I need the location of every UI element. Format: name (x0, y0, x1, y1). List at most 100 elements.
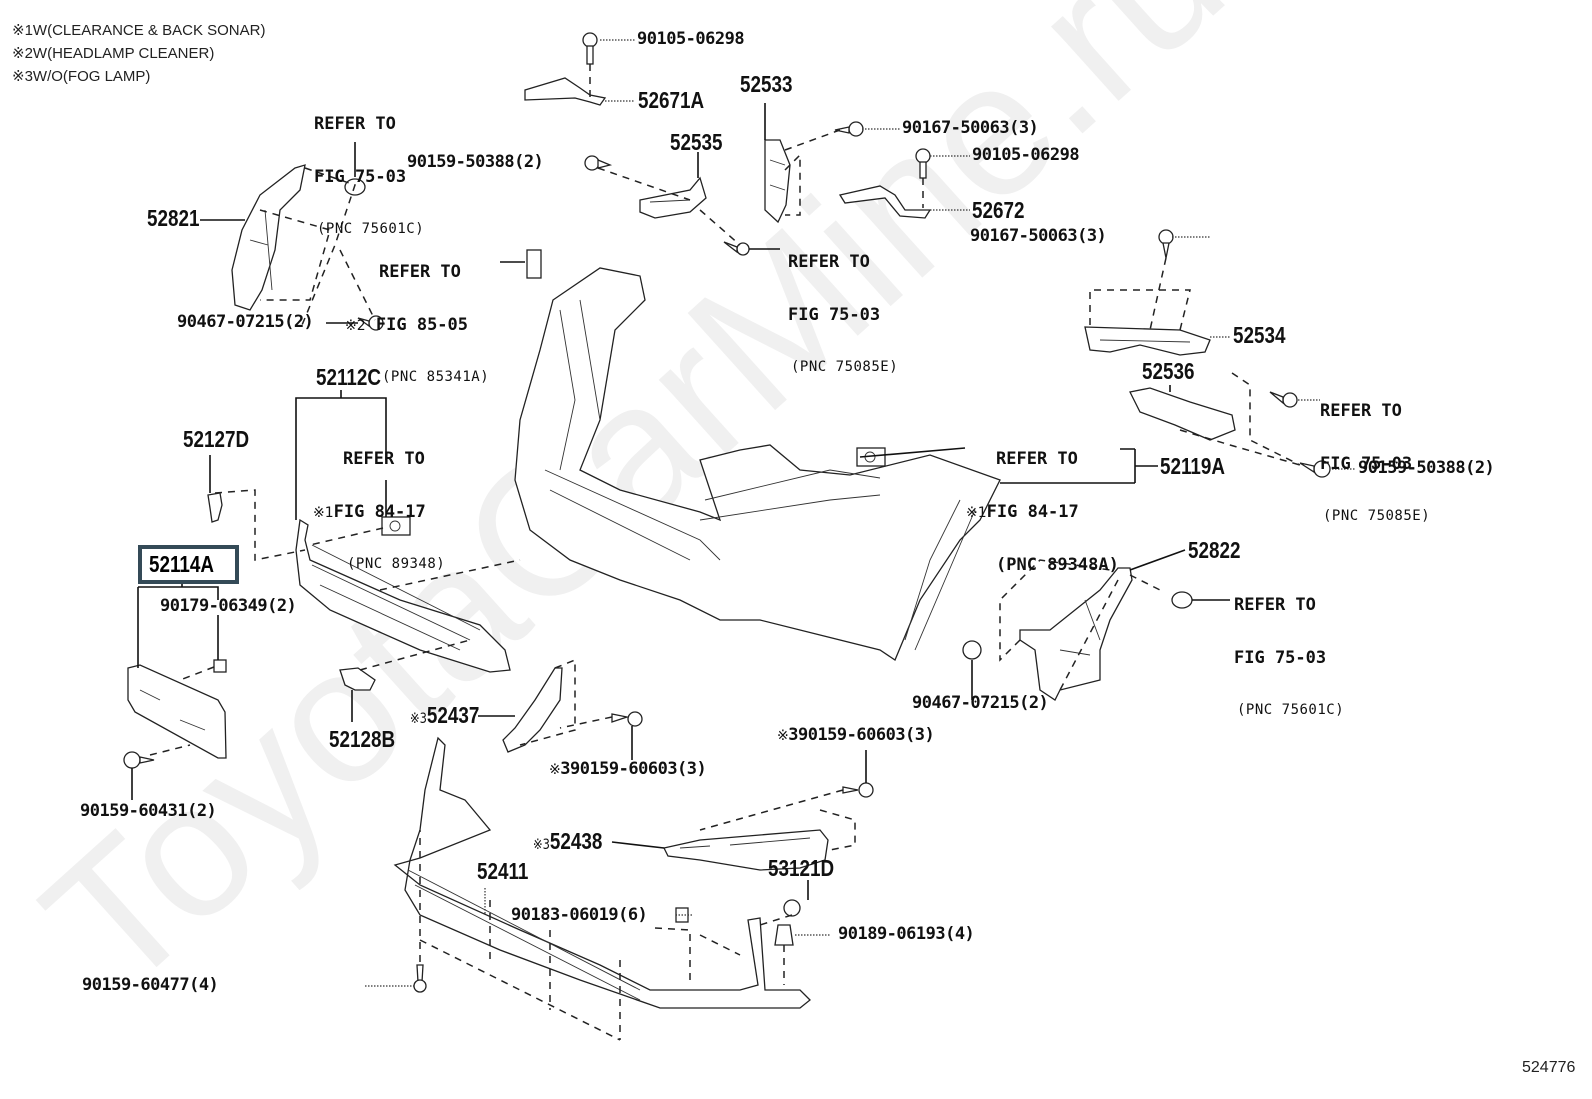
bolt-90105-b[interactable] (915, 148, 931, 179)
refer-to-text: REFER TO (1320, 401, 1402, 421)
note-3: ※3W/O(FOG LAMP) (12, 69, 150, 84)
clip-75085E-right[interactable] (1269, 391, 1298, 408)
part-label-90167-50063-a[interactable]: 90167-50063(3) (902, 118, 1039, 138)
bracket-52534[interactable] (1084, 326, 1211, 356)
part-label-52127D[interactable]: 52127D (183, 426, 250, 452)
refer-to-89348[interactable]: REFER TO ※1FIG 84-17 (PNC 89348) (313, 419, 445, 603)
part-label-90159-50388-a[interactable]: 90159-50388(2) (407, 152, 544, 172)
refer-to-75085E-right[interactable]: REFER TO FIG 75-03 (PNC 75085E) (1320, 371, 1430, 555)
fog-cover-52437[interactable] (502, 667, 563, 753)
refer-pnc: (PNC 75601C) (1237, 702, 1345, 718)
bolt-90159-60603-b[interactable] (842, 782, 874, 798)
clip-90467-b[interactable] (962, 640, 982, 660)
refer-fig: FIG 75-03 (1320, 454, 1413, 474)
bracket-52536[interactable] (1129, 387, 1236, 441)
bolt-90159-60603-a[interactable] (611, 711, 643, 727)
bumper-cover-52119A[interactable] (514, 267, 1001, 661)
clip-52127D[interactable] (207, 492, 223, 523)
part-label-52671A[interactable]: 52671A (638, 87, 705, 113)
bracket-52821[interactable] (231, 164, 306, 311)
part-label-52128B[interactable]: 52128B (329, 726, 396, 752)
bracket-52822[interactable] (1019, 567, 1133, 701)
clip-75085E-mid[interactable] (723, 241, 750, 256)
refer-pnc: (PNC 89348A) (996, 555, 1119, 575)
note-mark: ※2 (345, 318, 366, 334)
refer-to-85341A[interactable]: REFER TO ※2 FIG 85-05 (PNC 85341A) (345, 232, 489, 416)
highlighted-part-box[interactable]: 52114A (138, 545, 240, 584)
part-label-90183-06019[interactable]: 90183-06019(6) (511, 905, 648, 925)
note-mark: ※3 (12, 68, 33, 85)
bracket-52128B[interactable] (339, 667, 376, 691)
part-label-90467-07215-a[interactable]: 90467-07215(2) (177, 312, 314, 332)
part-label-90159-60603-b[interactable]: ※390159-60603(3) (777, 725, 935, 745)
refer-pnc: (PNC 89348) (347, 556, 446, 572)
spoiler-52411[interactable] (393, 736, 811, 1009)
part-number: 52438 (549, 828, 603, 854)
refer-pnc: (PNC 75085E) (791, 359, 899, 375)
refer-fig: FIG 84-17 (986, 502, 1079, 522)
bracket-52533[interactable] (764, 139, 791, 224)
refer-to-75601C-left[interactable]: REFER TO FIG 75-03 (PNC 75601C) (314, 84, 424, 268)
part-label-90179-06349[interactable]: 90179-06349(2) (160, 596, 297, 616)
part-label-90189-06193[interactable]: 90189-06193(4) (838, 924, 975, 944)
clip-75601C-right[interactable] (1171, 591, 1193, 609)
part-label-90167-50063-b[interactable]: 90167-50063(3) (970, 226, 1107, 246)
part-label-52535[interactable]: 52535 (670, 129, 723, 155)
sonar-sensor-89348A[interactable] (856, 447, 886, 467)
refer-pnc: (PNC 75601C) (317, 221, 425, 237)
refer-to-text: REFER TO (996, 449, 1078, 469)
part-label-90467-07215-b[interactable]: 90467-07215(2) (912, 693, 1049, 713)
bolt-90159-60431[interactable] (123, 751, 155, 769)
refer-to-89348A[interactable]: REFER TO ※1FIG 84-17 (PNC 89348A) (966, 419, 1119, 606)
note-text: W(CLEARANCE & BACK SONAR) (32, 22, 266, 39)
part-label-90159-60431[interactable]: 90159-60431(2) (80, 801, 217, 821)
part-label-90159-60603-a[interactable]: ※390159-60603(3) (549, 761, 707, 778)
note-mark: ※2 (12, 45, 33, 62)
part-label-52112C[interactable]: 52112C (316, 364, 382, 390)
part-label-52437[interactable]: ※352437 (410, 704, 479, 727)
part-label-52438[interactable]: ※352438 (533, 830, 602, 853)
part-number: 52437 (426, 702, 480, 728)
bolt-90105-top[interactable] (582, 32, 598, 65)
part-label-90159-50388-b[interactable]: 90159-50388(2) (1358, 458, 1495, 478)
refer-to-text: REFER TO (1234, 595, 1316, 615)
refer-to-75085E-mid[interactable]: REFER TO FIG 75-03 (PNC 75085E) (788, 222, 898, 406)
part-label-53121D[interactable]: 53121D (768, 855, 835, 881)
part-label-52536[interactable]: 52536 (1142, 358, 1195, 384)
headlamp-cleaner-nozzle[interactable] (526, 249, 542, 279)
bolt-90159-50388-a[interactable] (584, 155, 613, 171)
clip-90467-a[interactable] (357, 315, 384, 331)
refer-fig: FIG 75-03 (1234, 648, 1327, 668)
part-label-52533[interactable]: 52533 (740, 71, 793, 97)
part-label-52411[interactable]: 52411 (477, 858, 529, 884)
clip-53121D[interactable] (783, 899, 801, 917)
part-label-52821[interactable]: 52821 (147, 205, 200, 231)
bolt-90167-a[interactable] (834, 121, 864, 137)
bolt-90159-50388-b[interactable] (1299, 460, 1331, 478)
refer-to-75601C-right[interactable]: REFER TO FIG 75-03 (PNC 75601C) (1234, 565, 1344, 749)
fog-cover-52438[interactable] (663, 829, 829, 871)
part-label-90105-06298-b[interactable]: 90105-06298 (972, 145, 1080, 165)
nut-90179[interactable] (213, 659, 227, 673)
part-label-52672[interactable]: 52672 (972, 197, 1025, 223)
plate-bracket-52114A[interactable] (127, 664, 227, 759)
grille-52112C[interactable] (295, 518, 511, 673)
sonar-sensor-89348[interactable] (381, 516, 411, 536)
part-label-52114A[interactable]: 52114A (149, 551, 215, 577)
refer-fig: FIG 85-05 (375, 315, 469, 335)
leader-lines (131, 39, 1355, 987)
bracket-52672[interactable] (838, 185, 932, 219)
retainer-52535[interactable] (639, 176, 707, 219)
part-number: 390159-60603(3) (788, 725, 935, 745)
bolt-90167-b[interactable] (1158, 229, 1174, 259)
bolt-90159-60477[interactable] (413, 964, 427, 993)
part-label-52822[interactable]: 52822 (1188, 537, 1241, 563)
part-label-90159-60477[interactable]: 90159-60477(4) (82, 975, 219, 995)
refer-to-text: REFER TO (379, 262, 461, 282)
part-label-52119A[interactable]: 52119A (1160, 453, 1226, 479)
part-label-52534[interactable]: 52534 (1233, 322, 1286, 348)
bracket-52671A[interactable] (524, 77, 607, 106)
note-mark: ※1 (966, 505, 987, 521)
part-label-90105-06298-top[interactable]: 90105-06298 (637, 29, 745, 49)
clip-90189[interactable] (774, 924, 794, 946)
